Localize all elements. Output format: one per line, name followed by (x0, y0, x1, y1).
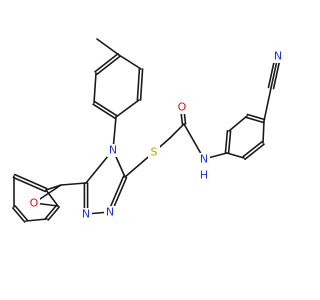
atom-S1: S (148, 145, 160, 159)
atom-O-carbonyl: O (176, 101, 188, 114)
atom-label-N1: N (82, 208, 90, 221)
bond-b2-b3-a (11, 207, 26, 223)
atom-labels: S N N N O O N H N (28, 50, 284, 221)
bond-n2-t3-b (107, 175, 125, 213)
atom-N-amide: N (198, 153, 210, 166)
bond-p4-me (96, 38, 120, 56)
molecule-structure: S N N N O O N H N (11, 38, 284, 223)
bond-b6-b1-a (13, 173, 48, 190)
atom-label-O-carbonyl: O (178, 101, 187, 114)
bond-b6-b1-b (12, 176, 47, 193)
bond-p5-p6-a (136, 68, 141, 101)
bond-p2-p3 (93, 72, 97, 104)
bond-b3-b4 (25, 218, 48, 222)
atom-N4: N (107, 144, 119, 157)
bond-c1-c2-a (227, 130, 232, 154)
bond-c5-c6-a (242, 140, 263, 158)
bond-p5-p6-b (139, 68, 144, 101)
bond-b2-b3-b (14, 205, 29, 221)
atom-N2: N (104, 206, 116, 219)
atom-label-N-amide: N (200, 153, 208, 166)
atom-O-furan: O (28, 197, 40, 210)
bond-c1-c2-b (224, 130, 229, 154)
atom-label-N-nitrile: N (274, 50, 282, 63)
bond-p1-p2-b (92, 103, 116, 120)
bond-p4-p5 (118, 54, 142, 70)
atom-label-O-furan: O (30, 197, 39, 210)
bond-p3-p4-b (94, 52, 119, 73)
bond-c3-c4-b (246, 113, 266, 121)
bond-b4-b5-a (47, 206, 61, 221)
atom-N-nitrile: N (272, 50, 284, 63)
bond-f2-b6 (45, 184, 62, 191)
bond-f2-t5 (60, 182, 87, 186)
atom-label-N2: N (106, 206, 114, 219)
bond-b5-b6 (45, 189, 59, 207)
bond-p1-p2-a (94, 100, 118, 117)
bond-c4-c5 (262, 120, 265, 144)
bond-c3-c4-a (245, 116, 265, 124)
bond-b4-b5-b (44, 204, 58, 219)
atom-H-amide: H (198, 169, 210, 182)
bond-c6-c1 (226, 152, 245, 159)
bond-ch2-cC (169, 123, 185, 139)
bond-p3-p4-a (96, 55, 121, 76)
atom-label-S1: S (151, 146, 158, 159)
atom-label-N4: N (109, 144, 117, 157)
bonds (11, 38, 282, 223)
atom-N1: N (80, 208, 92, 221)
bond-c5-c6-b (244, 143, 265, 161)
bond-p6-p1 (115, 99, 140, 118)
atom-label-H-amide: H (200, 169, 208, 182)
bond-c2-c3 (228, 115, 248, 132)
bond-c4-cn (263, 87, 272, 122)
